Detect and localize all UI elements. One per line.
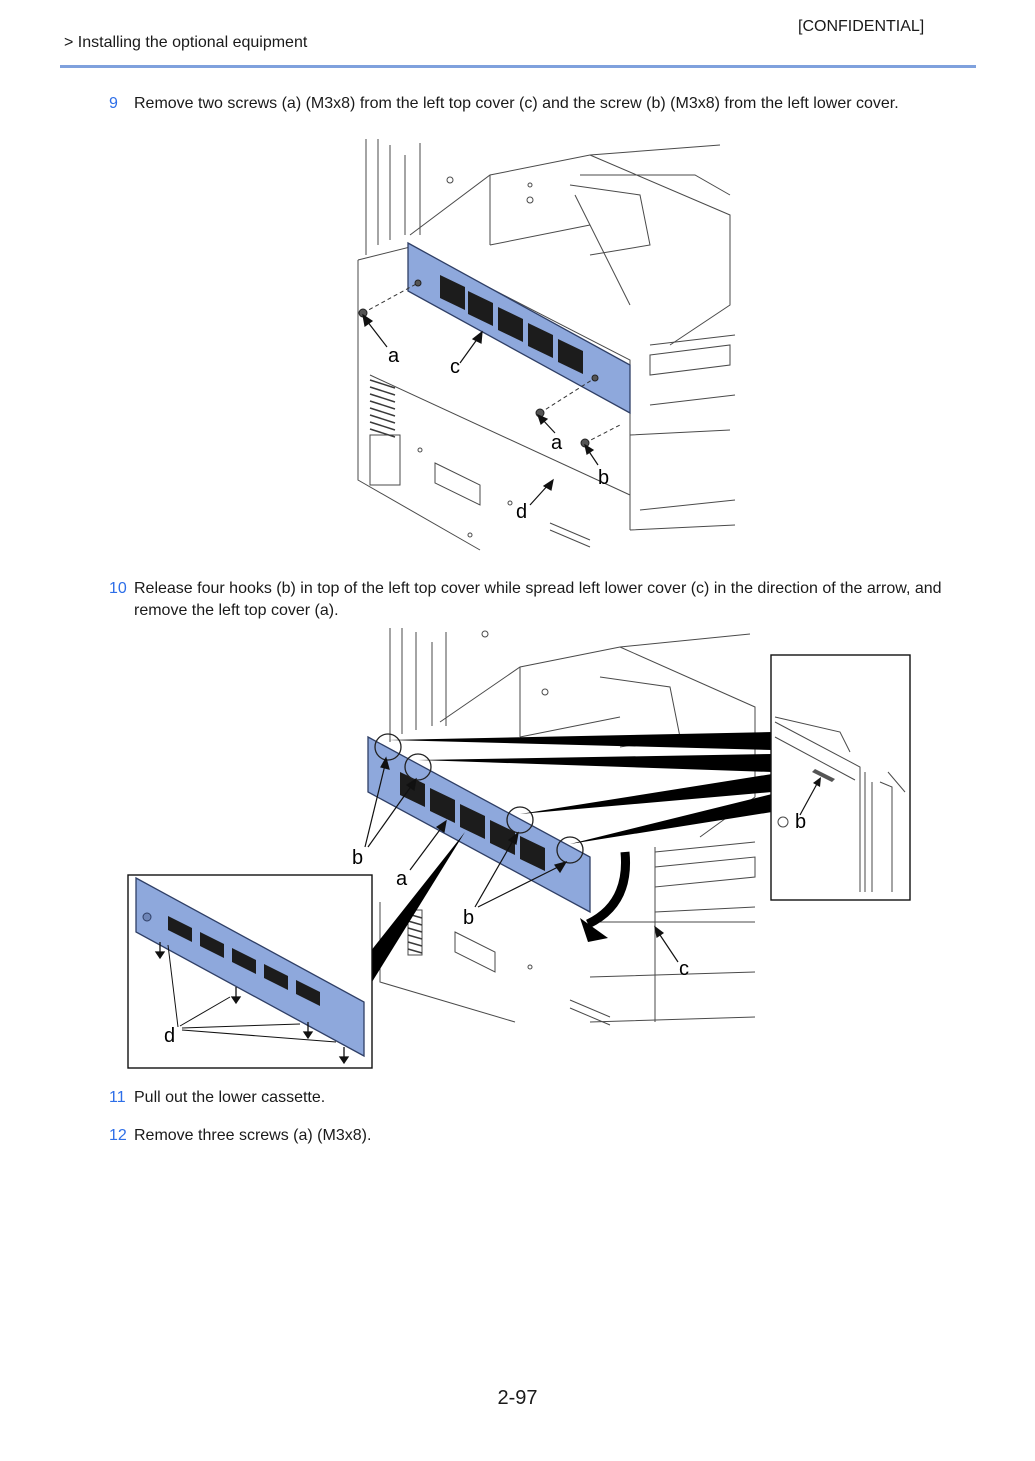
step-text: Release four hooks (b) in top of the lef… bbox=[134, 580, 942, 619]
label-d: d bbox=[516, 501, 527, 523]
label-c: c bbox=[450, 356, 460, 378]
step-number: 9 bbox=[109, 95, 118, 112]
cover-underside-inset: d bbox=[127, 874, 373, 1069]
figure-remove-top-cover: b a b c b bbox=[127, 628, 911, 1069]
label-b: b bbox=[352, 847, 363, 869]
page-number: 2-97 bbox=[497, 1387, 538, 1409]
hook-b-icon bbox=[506, 806, 534, 834]
hook-b-icon bbox=[404, 753, 432, 781]
step-text: Pull out the lower cassette. bbox=[134, 1089, 326, 1106]
step-text: Remove three screws (a) (M3x8). bbox=[134, 1127, 372, 1144]
label-a: a bbox=[396, 868, 408, 890]
step-10: 10 Release four hooks (b) in top of the … bbox=[109, 578, 979, 622]
label-b: b bbox=[463, 907, 474, 929]
step-text: Remove two screws (a) (M3x8) from the le… bbox=[134, 95, 899, 112]
label-b: b bbox=[795, 811, 806, 833]
step-9: 9 Remove two screws (a) (M3x8) from the … bbox=[109, 93, 979, 115]
step-11: 11 Pull out the lower cassette. bbox=[109, 1087, 979, 1109]
label-b: b bbox=[598, 467, 609, 489]
breadcrumb[interactable]: > Installing the optional equipment bbox=[64, 34, 308, 51]
direction-arrow-icon bbox=[585, 851, 631, 929]
label-c: c bbox=[679, 958, 689, 980]
hook-b-icon bbox=[374, 733, 402, 761]
step-12: 12 Remove three screws (a) (M3x8). bbox=[109, 1125, 979, 1147]
step-number: 10 bbox=[109, 580, 127, 597]
label-a: a bbox=[388, 345, 400, 367]
figure-remove-screws: a c a b d bbox=[357, 139, 736, 551]
confidential-label: [CONFIDENTIAL] bbox=[798, 18, 925, 35]
hook-b-icon bbox=[556, 836, 584, 864]
step-number: 12 bbox=[109, 1127, 127, 1144]
header-divider bbox=[60, 65, 976, 68]
label-a: a bbox=[551, 432, 563, 454]
label-d: d bbox=[164, 1025, 175, 1047]
hook-detail-inset: b bbox=[770, 654, 911, 901]
step-number: 11 bbox=[109, 1089, 126, 1106]
